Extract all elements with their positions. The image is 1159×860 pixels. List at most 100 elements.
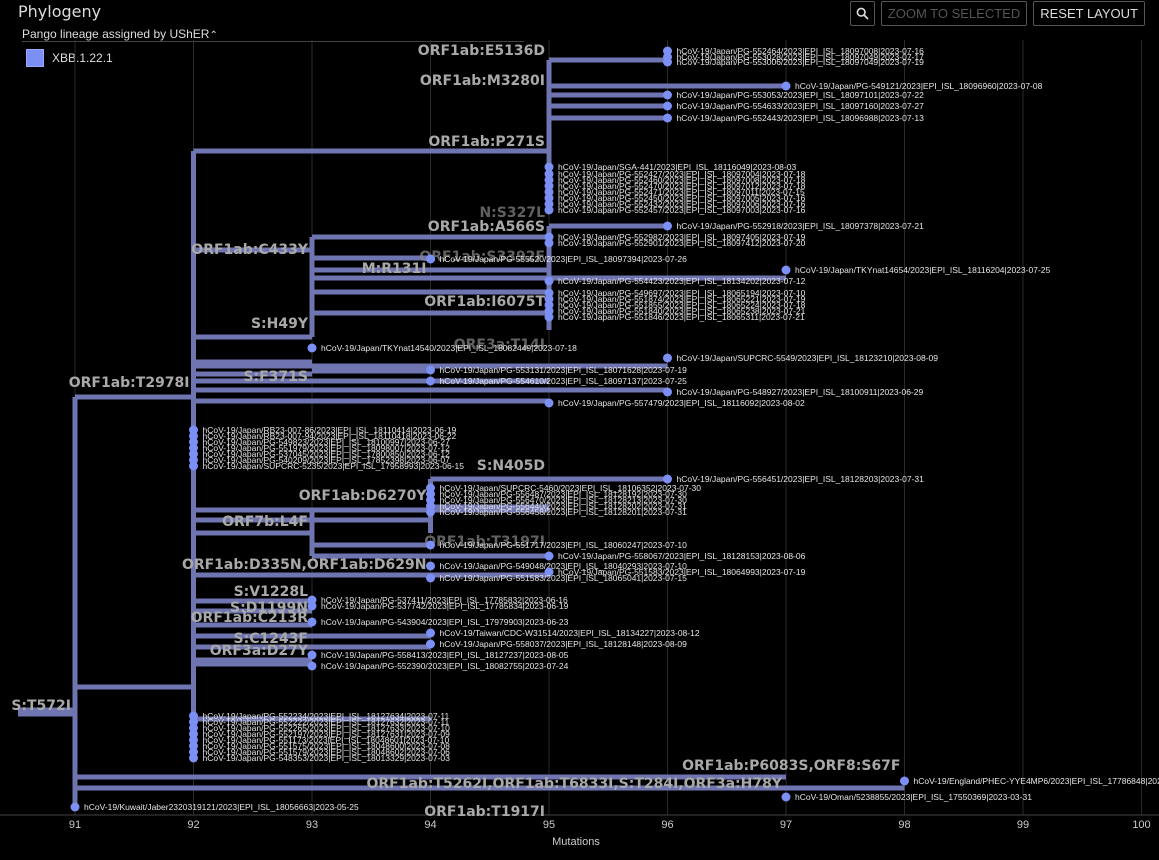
- tip-node: [663, 57, 672, 67]
- mutation-label: ORF1ab:M3280I: [420, 73, 545, 89]
- magnifier-icon[interactable]: [849, 1, 875, 26]
- mutation-label: ORF3a:T14I: [454, 337, 545, 353]
- tip-node: [663, 474, 672, 484]
- tip-node: [544, 238, 554, 248]
- tip-label: hCoV-19/Japan/PG-551583/2023|EPI_ISL_180…: [558, 567, 806, 577]
- tip-label: hCoV-19/Japan/PG-551717/2023|EPI_ISL_180…: [440, 540, 688, 550]
- tip-node: [426, 540, 435, 550]
- tip-label: hCoV-19/Japan/PG-551579/2023|EPI_ISL_180…: [203, 747, 451, 757]
- mutation-label: ORF1ab:D6270Y: [299, 488, 428, 504]
- tip-node: [663, 387, 672, 397]
- tip-label: hCoV-19/Japan/PG-552222/2023|EPI_ISL_181…: [203, 717, 450, 727]
- tip-label: hCoV-19/Japan/PG-554633/2023|EPI_ISL_180…: [677, 101, 925, 111]
- tip-label: hCoV-19/Japan/PG-551840/2023|EPI_ISL_180…: [558, 306, 806, 316]
- x-tick-label: 94: [424, 819, 436, 831]
- tip-node: [307, 661, 317, 671]
- tip-label: hCoV-19/Japan/PG-551583/2023|EPI_ISL_180…: [440, 573, 688, 583]
- x-tick-label: 92: [187, 819, 199, 831]
- tip-node: [307, 650, 317, 660]
- tip-label: hCoV-19/Kuwait/Jaber2320319121/2023|EPI_…: [84, 802, 359, 812]
- tip-node: [426, 573, 435, 583]
- x-tick-label: 98: [898, 819, 910, 831]
- tip-node: [544, 398, 554, 408]
- legend-header[interactable]: Pango lineage assigned by UShER⌃: [22, 27, 524, 42]
- tip-label: hCoV-19/Japan/PG-553053/2023|EPI_ISL_180…: [677, 90, 925, 100]
- tip-node: [426, 561, 435, 571]
- tip-node: [544, 162, 554, 172]
- tip-label: hCoV-19/Japan/PG-552234/2023|EPI_ISL_181…: [203, 711, 450, 721]
- tip-label: hCoV-19/Japan/PG-554610/2023|EPI_ISL_180…: [440, 376, 688, 386]
- reset-layout-button[interactable]: RESET LAYOUT: [1033, 1, 1145, 26]
- tip-node: [189, 461, 198, 471]
- tip-label: hCoV-19/Japan/PG-552390/2023|EPI_ISL_180…: [321, 661, 569, 671]
- tip-node: [426, 254, 435, 264]
- tip-label: hCoV-19/Japan/SUPCRC-5235/2023|EPI_ISL_1…: [203, 461, 465, 471]
- tip-label: hCoV-19/Japan/PG-555520/2023|EPI_ISL_180…: [440, 254, 688, 264]
- tip-label: hCoV-19/Japan/PG-552982/2023|EPI_ISL_180…: [558, 232, 806, 242]
- tip-label: hCoV-19/Japan/PG-552471/2023|EPI_ISL_180…: [558, 187, 805, 197]
- tip-label: hCoV-19/Japan/PG-552470/2023|EPI_ISL_180…: [558, 181, 806, 191]
- chevron-up-icon[interactable]: ⌃: [209, 30, 218, 41]
- mutation-label: ORF1ab:T3197I: [424, 534, 545, 550]
- mutation-label: ORF1ab:P271S: [428, 134, 545, 150]
- tip-node: [426, 507, 435, 517]
- tip-label: hCoV-19/Japan/PG-540209/2023|EPI_ISL_178…: [203, 455, 451, 465]
- mutation-label: ORF1ab:A566S: [428, 219, 545, 235]
- tip-label: hCoV-19/Japan/PG-552197/2023|EPI_ISL_181…: [203, 729, 451, 739]
- tip-label: hCoV-19/Japan/SUPCRC-5460/2023|EPI_ISL_1…: [440, 483, 702, 493]
- mutation-label: ORF1ab:T2978I: [69, 375, 190, 391]
- tip-label: hCoV-19/England/PHEC-YYE4MP6/2023|EPI_IS…: [914, 776, 1159, 786]
- mutation-label: ORF1ab:E5136D: [418, 43, 545, 59]
- tip-node: [663, 101, 672, 111]
- tip-label: hCoV-19/Oman/5238855/2023|EPI_ISL_175503…: [795, 792, 1032, 802]
- x-tick-label: 93: [306, 819, 318, 831]
- tip-label: hCoV-19/Japan/PG-551855/2023|EPI_ISL_180…: [558, 300, 806, 310]
- tip-node: [544, 551, 554, 561]
- tip-label: hCoV-19/Japan/PG-551874/2023|EPI_ISL_180…: [558, 294, 806, 304]
- tip-label: hCoV-19/Japan/PG-552443/2023|EPI_ISL_180…: [677, 113, 925, 123]
- mutation-label: S:H49Y: [251, 316, 309, 332]
- mutation-label: S:D1199N: [230, 600, 308, 616]
- mutation-label: ORF1ab:S3392F: [419, 249, 545, 265]
- tip-label: hCoV-19/Japan/PG-549823/2023|EPI_ISL_181…: [203, 437, 451, 447]
- tip-node: [426, 628, 435, 638]
- tip-label: hCoV-19/Japan/PG-551846/2023|EPI_ISL_180…: [558, 312, 805, 322]
- x-tick-label: 97: [780, 819, 792, 831]
- x-tick-label: 91: [69, 819, 81, 831]
- tip-label: hCoV-19/Japan/PG-543904/2023|EPI_ISL_179…: [321, 617, 569, 627]
- tip-label: hCoV-19/Japan/PG-556451/2023|EPI_ISL_181…: [677, 474, 925, 484]
- tip-label: hCoV-19/Japan/PG-553131/2023|EPI_ISL_180…: [440, 365, 688, 375]
- mutation-label: ORF1ab:I6075T: [424, 294, 545, 310]
- x-tick-label: 100: [1132, 819, 1150, 831]
- tip-label: hCoV-19/Japan/PG-553006/2023|EPI_ISL_180…: [677, 57, 925, 67]
- tip-label: hCoV-19/Japan/PG-556470/2023|EPI_ISL_181…: [440, 495, 688, 505]
- tip-label: hCoV-19/Japan/PG-553028/2023|EPI_ISL_180…: [677, 52, 925, 62]
- mutation-label: S:N405D: [477, 458, 545, 474]
- tip-label: hCoV-19/Japan/PG-551979/2023|EPI_ISL_180…: [203, 443, 451, 453]
- tip-label: hCoV-19/Japan/TKYnat14540/2023|EPI_ISL_1…: [321, 343, 577, 353]
- tip-label: hCoV-19/Japan/PG-549697/2023|EPI_ISL_180…: [558, 288, 806, 298]
- tip-node: [544, 205, 554, 215]
- x-axis-title: Mutations: [552, 836, 600, 848]
- tip-node: [544, 276, 554, 286]
- tip-node: [544, 567, 554, 577]
- mutation-label: ORF1ab:C213R: [191, 610, 309, 626]
- tip-label: hCoV-19/Japan/PG-557479/2023|EPI_ISL_181…: [558, 398, 805, 408]
- tip-label: hCoV-19/Japan/PG-537742/2023|EPI_ISL_177…: [321, 601, 569, 611]
- tip-label: hCoV-19/Japan/PG-548353/2023|EPI_ISL_180…: [203, 753, 451, 763]
- tip-label: hCoV-19/Japan/PG-556487/2023|EPI_ISL_181…: [440, 489, 688, 499]
- tip-node: [426, 365, 435, 375]
- mutation-label: ORF1ab:T1917I: [424, 804, 545, 820]
- x-tick-label: 95: [543, 819, 555, 831]
- mutation-label: ORF1ab:P6083S,ORF8:S67F: [682, 758, 900, 774]
- mutation-label: S:F371S: [243, 369, 308, 385]
- tip-node: [781, 265, 791, 275]
- tip-label: hCoV-19/Japan/PG-552918/2023|EPI_ISL_180…: [677, 221, 925, 231]
- tip-label: hCoV-19/Japan/PG-552460/2023|EPI_ISL_180…: [558, 175, 806, 185]
- toolbar: ZOOM TO SELECTED RESET LAYOUT: [849, 1, 1145, 26]
- tip-label: hCoV-19/Japan/RB23-007-94/2023|EPI_ISL_1…: [203, 431, 457, 441]
- legend-item-xbb[interactable]: XBB.1.22.1: [26, 49, 113, 67]
- zoom-to-selected-button[interactable]: ZOOM TO SELECTED: [880, 1, 1028, 26]
- tip-node: [426, 639, 435, 649]
